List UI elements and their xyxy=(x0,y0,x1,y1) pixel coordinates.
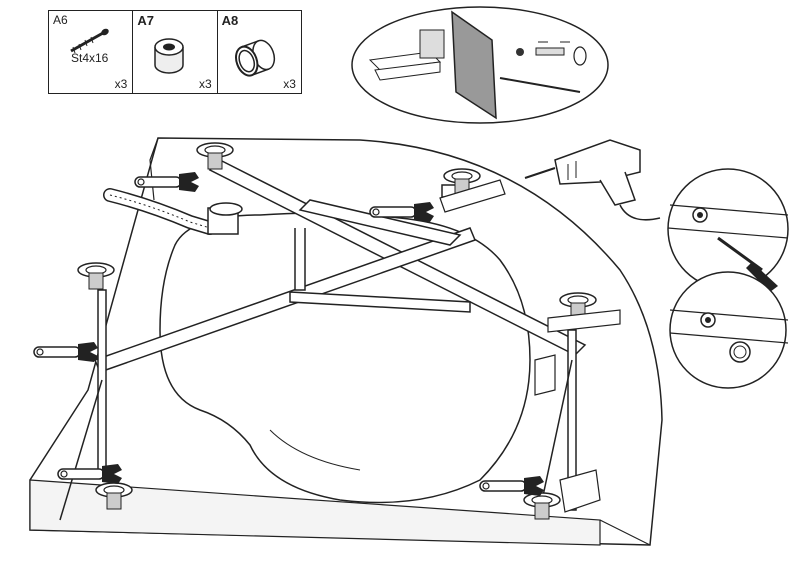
part-cell-a6: A6 St4x16 x3 xyxy=(49,11,134,93)
part-size: St4x16 xyxy=(71,51,109,65)
part-code: A6 xyxy=(53,13,68,27)
part-qty: x3 xyxy=(283,77,296,91)
wrench-icon xyxy=(369,201,435,223)
screw-icon xyxy=(70,28,109,54)
part-qty: x3 xyxy=(114,77,128,91)
support-frame xyxy=(59,159,587,521)
sleeve-ring-icon xyxy=(234,39,275,77)
adjustable-foot xyxy=(443,168,481,196)
drain-hose xyxy=(103,188,243,235)
adjustable-foot xyxy=(77,262,115,290)
adjustable-foot xyxy=(196,142,234,170)
adjustable-foot xyxy=(523,492,561,520)
adjustable-foot xyxy=(95,482,133,510)
screw-detail-circle xyxy=(667,168,789,292)
part-code: A8 xyxy=(221,13,239,28)
spacer-ring-icon xyxy=(154,38,185,74)
adjustable-foot xyxy=(559,292,597,320)
wrench-icon xyxy=(57,463,123,485)
bathtub-shell xyxy=(29,137,663,546)
parts-table: A6 St4x16 x3 A7 x3 A8 xyxy=(48,10,302,94)
part-code: A7 xyxy=(137,13,154,28)
wrench-icon xyxy=(33,341,99,363)
mounting-bracket xyxy=(439,179,621,513)
cap-detail-circle xyxy=(669,271,789,389)
part-cell-a8: A8 x3 xyxy=(218,11,301,93)
wrench-icon xyxy=(479,475,545,497)
part-cell-a7: A7 x3 xyxy=(133,11,218,93)
wall-mount-detail xyxy=(351,6,609,124)
part-qty: x3 xyxy=(198,77,212,91)
drill-icon xyxy=(524,139,661,221)
wrench-icon xyxy=(134,171,200,193)
